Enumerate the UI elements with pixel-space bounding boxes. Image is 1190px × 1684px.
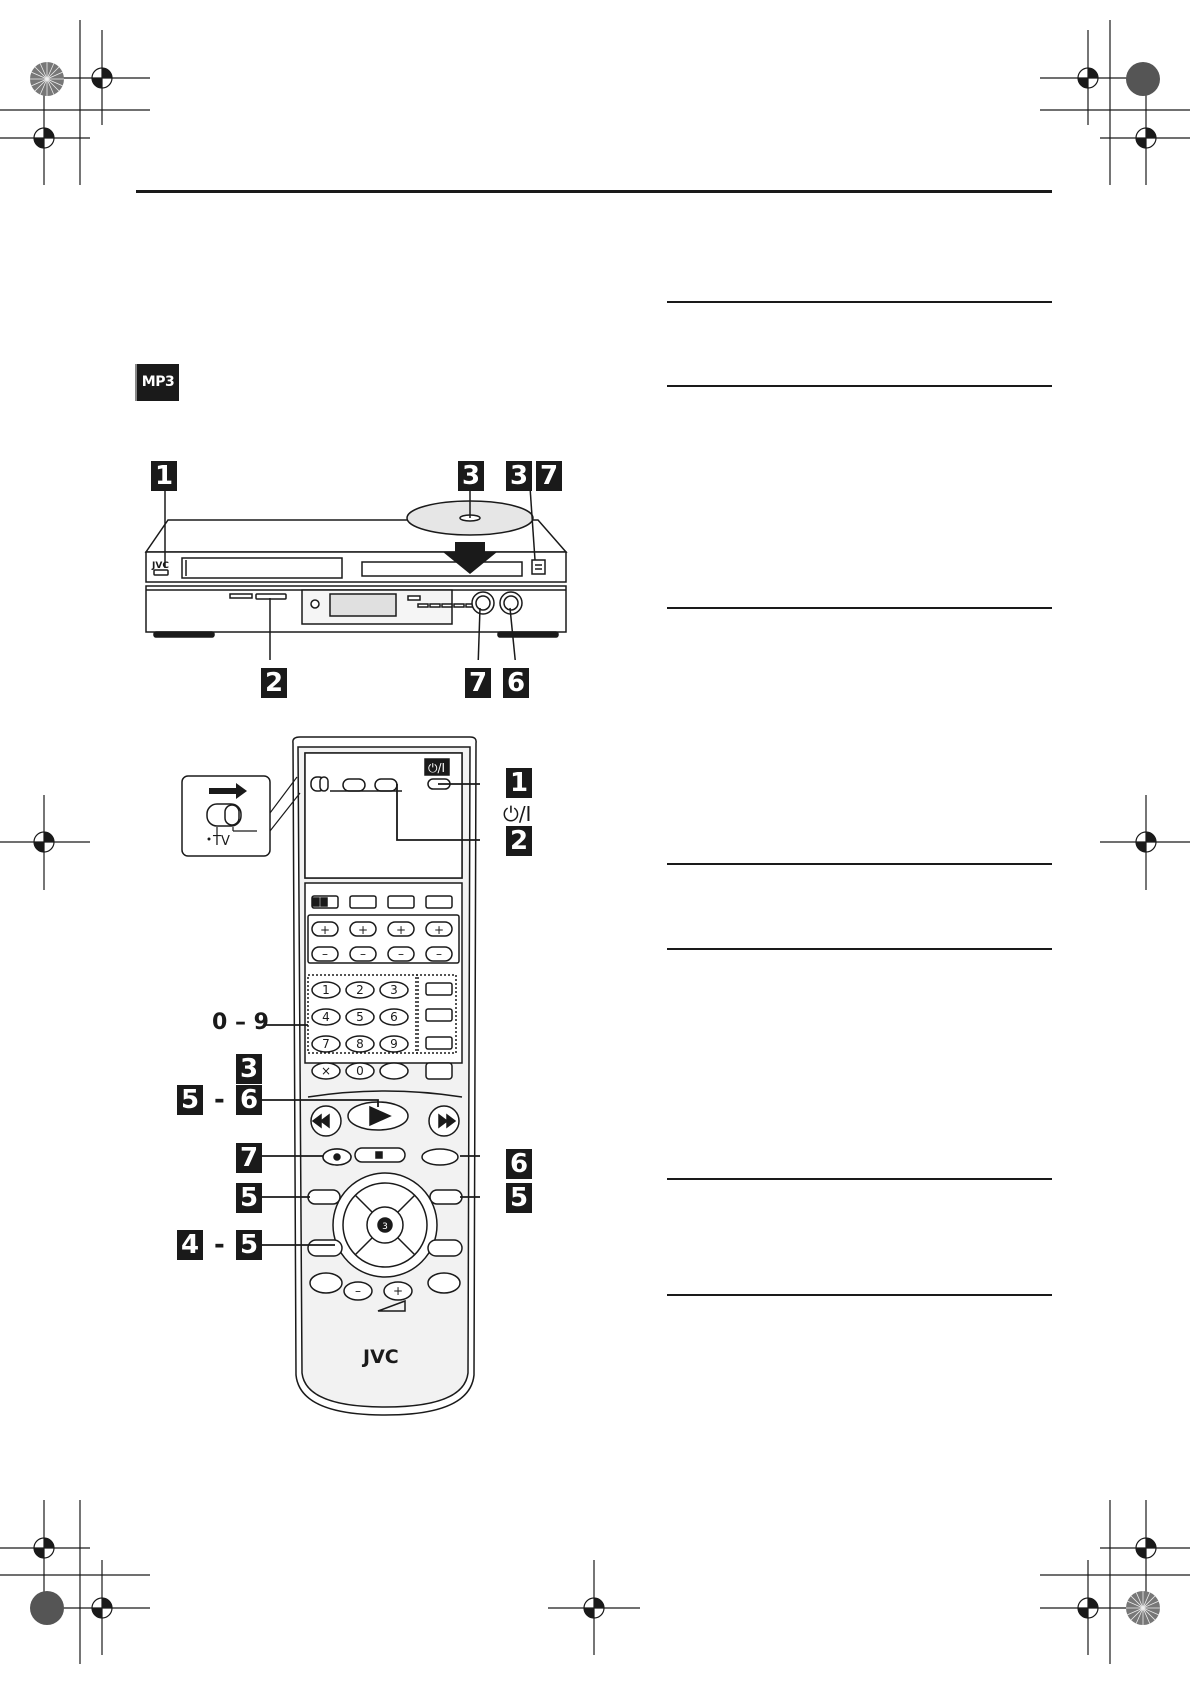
step-badge: 1 — [506, 768, 532, 798]
svg-text:–: – — [322, 947, 328, 961]
section-divider — [667, 948, 1052, 950]
svg-text:+: + — [358, 923, 368, 937]
svg-text:2: 2 — [356, 983, 364, 997]
svg-text:7: 7 — [322, 1037, 330, 1051]
svg-text:1: 1 — [322, 983, 330, 997]
step-badge: 5 — [177, 1085, 203, 1115]
step-badge: 2 — [506, 826, 532, 856]
step-badge: 7 — [536, 461, 562, 491]
mp3-badge-edge — [135, 364, 137, 401]
step-badge: 3 — [236, 1054, 262, 1084]
step-badge: 5 — [236, 1230, 262, 1260]
svg-text:–: – — [355, 1284, 361, 1298]
step-badge: 7 — [465, 668, 491, 698]
number-keys-range-label: 0 – 9 — [212, 1010, 269, 1035]
step-range-dash: - — [214, 1085, 225, 1115]
step-badge: 1 — [151, 461, 177, 491]
section-divider — [667, 301, 1052, 303]
svg-text:5: 5 — [356, 1010, 364, 1024]
section-divider — [667, 385, 1052, 387]
header-rule — [136, 190, 1052, 193]
section-divider — [667, 863, 1052, 865]
svg-text:8: 8 — [356, 1037, 364, 1051]
tv-switch-label: TV — [212, 834, 230, 849]
dvd-vcr-deck-illustration: JVC — [144, 490, 568, 660]
svg-text:4: 4 — [322, 1010, 330, 1024]
step-badge: 3 — [458, 461, 484, 491]
svg-text:3: 3 — [390, 983, 398, 997]
mp3-format-badge: MP3 — [137, 364, 179, 401]
step-badge: 3 — [506, 461, 532, 491]
step-badge: 6 — [506, 1149, 532, 1179]
step-badge: 6 — [503, 668, 529, 698]
svg-text:–: – — [436, 947, 442, 961]
section-divider — [667, 1178, 1052, 1180]
section-divider — [667, 607, 1052, 609]
deck-brand-logo: JVC — [151, 561, 169, 571]
svg-text:–: – — [398, 947, 404, 961]
step-badge: 2 — [261, 668, 287, 698]
step-badge: 5 — [236, 1183, 262, 1213]
svg-text:+: + — [320, 923, 330, 937]
svg-text:6: 6 — [390, 1010, 398, 1024]
tv-switch-inset: TV — [181, 775, 301, 857]
remote-power-label: ⏻/I — [428, 761, 445, 775]
step-range-dash: - — [214, 1230, 225, 1260]
svg-text:9: 9 — [390, 1037, 398, 1051]
svg-text:3: 3 — [382, 1222, 388, 1232]
step-badge: 7 — [236, 1143, 262, 1173]
svg-text:0: 0 — [356, 1064, 364, 1078]
step-badge: 4 — [177, 1230, 203, 1260]
remote-control-illustration: ⏻/I JVC 1 2 3 4 5 6 7 8 9 0 × + + + + – … — [260, 736, 480, 1416]
step-badge: 6 — [236, 1085, 262, 1115]
svg-text:×: × — [321, 1064, 331, 1078]
power-symbol-label: ⏻/I — [503, 802, 532, 826]
step-badge: 5 — [506, 1183, 532, 1213]
svg-text:+: + — [393, 1284, 403, 1298]
section-divider — [667, 1294, 1052, 1296]
svg-text:+: + — [434, 923, 444, 937]
remote-brand-logo: JVC — [361, 1346, 399, 1368]
svg-text:+: + — [396, 923, 406, 937]
svg-text:–: – — [360, 947, 366, 961]
